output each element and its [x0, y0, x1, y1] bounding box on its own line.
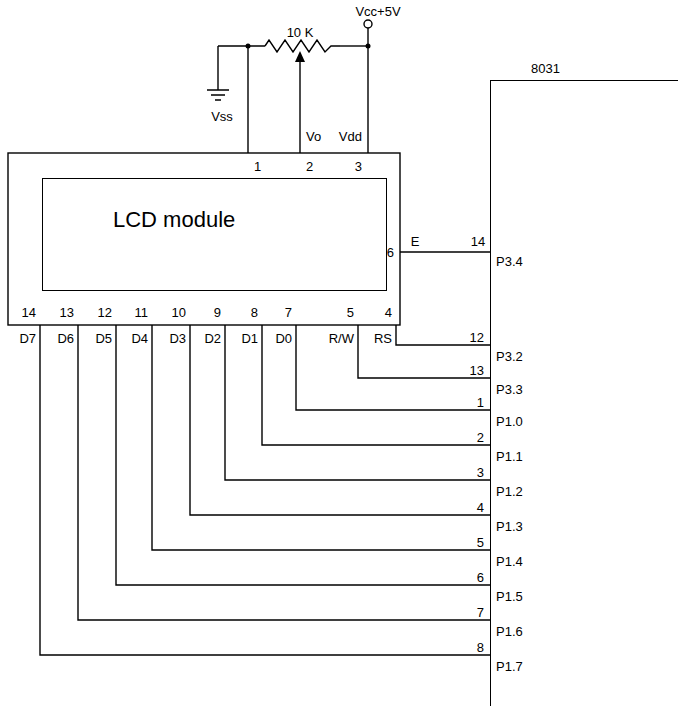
port-pin: P1.5	[496, 590, 523, 603]
wire	[225, 325, 490, 480]
pin-number: 8	[251, 306, 258, 319]
wire	[262, 325, 490, 445]
module-name: LCD module	[113, 207, 235, 233]
signal-name: D7	[19, 332, 36, 345]
wire	[400, 251, 490, 252]
wiper-arrow	[295, 51, 305, 62]
pin-number: 12	[470, 331, 484, 344]
wiper-wire	[299, 60, 300, 153]
signal-name: D2	[204, 332, 221, 345]
pin-number: 11	[135, 306, 149, 319]
port-pin: P1.3	[496, 520, 523, 533]
wire	[116, 325, 490, 585]
vdd-wire	[340, 45, 368, 46]
pin-number: 4	[477, 501, 484, 514]
junction-dot	[366, 44, 371, 49]
ground-wire	[218, 45, 265, 46]
pin-number: 1	[254, 160, 261, 173]
pin-number: 13	[470, 364, 484, 377]
pin-number: 8	[477, 641, 484, 654]
pin-number: 12	[98, 306, 112, 319]
port-pin: P3.4	[496, 255, 523, 268]
wire	[152, 325, 490, 550]
signal-name: D3	[169, 332, 186, 345]
pin-number: 7	[477, 606, 484, 619]
pin-number: 14	[22, 306, 36, 319]
pin-number: 6	[387, 246, 394, 259]
resistor-value: 10 K	[287, 26, 314, 39]
pin-number: 14	[471, 235, 485, 248]
pin-number: 3	[355, 160, 362, 173]
pin-name: Vo	[306, 130, 321, 143]
signal-name: D4	[131, 332, 148, 345]
wire	[40, 325, 490, 655]
ground-symbol	[207, 90, 229, 100]
pin-number: 4	[385, 306, 392, 319]
port-pin: P3.3	[496, 383, 523, 396]
signal-name: D1	[241, 332, 258, 345]
junction-dot	[246, 44, 251, 49]
lcd-housing	[8, 153, 400, 325]
wire	[78, 325, 490, 620]
pin-number: 6	[477, 571, 484, 584]
port-pin: P3.2	[496, 350, 523, 363]
chip-name: 8031	[531, 61, 560, 76]
pin-number: 3	[477, 466, 484, 479]
pin-number: 5	[347, 306, 354, 319]
wire	[358, 325, 490, 378]
signal-name: R/W	[329, 332, 354, 345]
port-pin: P1.1	[496, 450, 523, 463]
pin-number: 5	[477, 536, 484, 549]
signal-name: D6	[57, 332, 74, 345]
port-pin: P1.6	[496, 625, 523, 638]
pin-number: 2	[477, 431, 484, 444]
pin-name: Vdd	[339, 130, 362, 143]
supply-label: Vcc+5V	[355, 5, 400, 18]
wire	[296, 325, 490, 410]
port-pin: P1.7	[496, 660, 523, 673]
pin-number: 7	[285, 306, 292, 319]
ground-wire	[217, 46, 218, 90]
signal-name: D0	[275, 332, 292, 345]
signal-name: D5	[95, 332, 112, 345]
port-pin: P1.4	[496, 555, 523, 568]
pin-number: 9	[214, 306, 221, 319]
potentiometer-symbol	[265, 40, 340, 52]
signal-name: RS	[374, 332, 392, 345]
port-pin: P1.0	[496, 415, 523, 428]
wire	[190, 325, 490, 515]
lcd-screen: LCD module	[42, 178, 387, 291]
vss-wire	[247, 46, 248, 153]
pin-number: 13	[60, 306, 74, 319]
pin-number: 2	[306, 160, 313, 173]
pin-name: Vss	[211, 110, 233, 123]
pin-number: 10	[172, 306, 186, 319]
port-pin: P1.2	[496, 485, 523, 498]
wire	[396, 325, 490, 345]
supply-terminal	[364, 20, 372, 28]
signal-name: E	[411, 235, 420, 248]
pin-number: 1	[477, 396, 484, 409]
